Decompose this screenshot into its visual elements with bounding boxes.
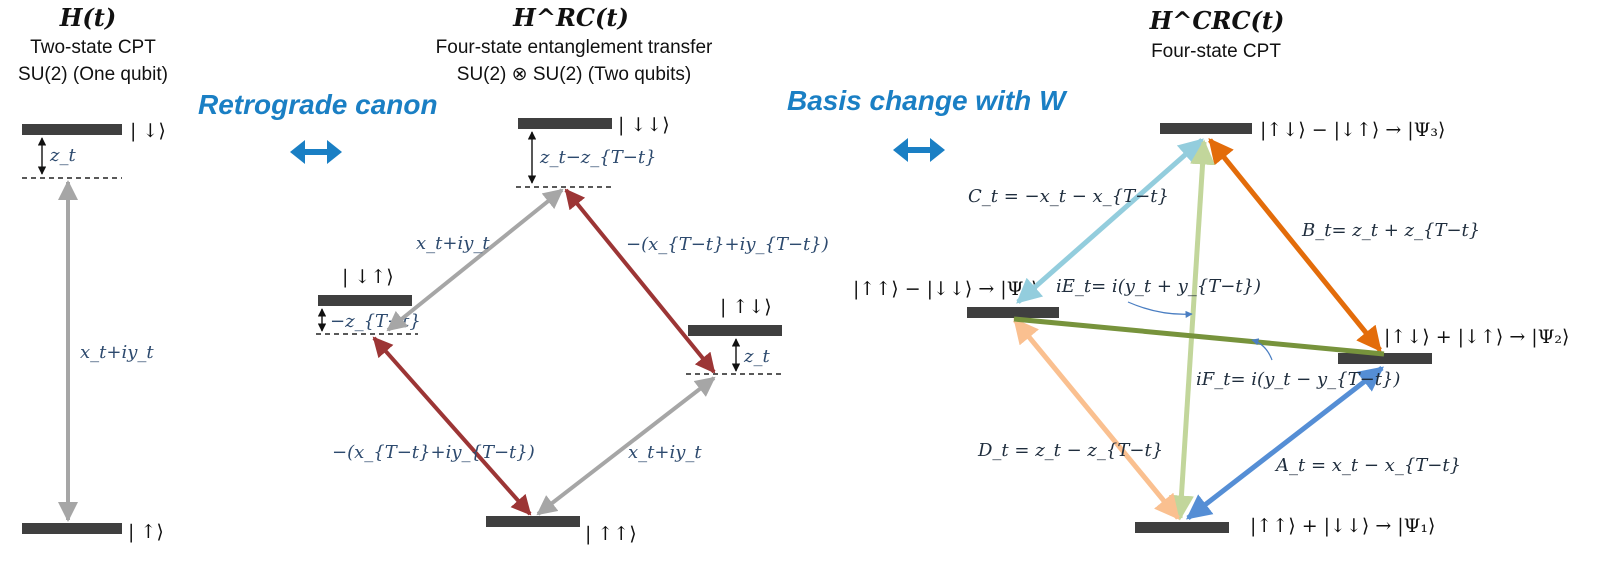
panel3-line1: Four-state CPT: [1151, 41, 1281, 62]
panel2-line1: Four-state entanglement transfer: [436, 37, 713, 58]
level-psi2: [1338, 353, 1432, 364]
edge-top-left-label: x_t+iy_t: [416, 233, 490, 254]
gap-top-label: z_t−z_{T−t}: [539, 147, 657, 168]
state-psi3: |↑↓⟩ − |↓↑⟩ → |Ψ₃⟩: [1260, 119, 1445, 141]
edge-top-left: [386, 188, 564, 332]
basis-change-text: Basis change with W: [787, 85, 1068, 116]
edge-E: [1168, 139, 1216, 521]
panel2-title: H^RC(t): [512, 3, 629, 32]
edge-top-right-label: −(x_{T−t}+iy_{T−t}): [626, 234, 829, 255]
level-psi4: [967, 307, 1059, 318]
retrograde-canon-link: Retrograde canon: [198, 89, 438, 164]
ket-up-label: | ↑⟩: [128, 521, 164, 543]
ket-down-up: | ↓↑⟩: [342, 266, 394, 288]
label-F: iF_t= i(y_t − y_{T−t}): [1196, 369, 1400, 390]
ket-up-up: | ↑↑⟩: [585, 523, 637, 545]
panel3-title: H^CRC(t): [1149, 6, 1285, 35]
double-arrow-icon: [893, 138, 945, 162]
coupling-label: x_t+iy_t: [80, 342, 154, 363]
panel1-line2: SU(2) (One qubit): [18, 64, 168, 85]
edge-F: [1013, 316, 1385, 357]
level-up-down: [688, 325, 782, 336]
panel-four-state-transfer: H^RC(t) Four-state entanglement transfer…: [316, 3, 829, 545]
panel1-line1: Two-state CPT: [30, 37, 156, 58]
pointer-F: [1251, 338, 1273, 361]
edge-A: [1186, 366, 1384, 520]
level-up: [22, 523, 122, 534]
panel-two-state: H(t) Two-state CPT SU(2) (One qubit) | ↓…: [18, 3, 168, 543]
label-A: A_t = x_t − x_{T−t}: [1274, 455, 1461, 476]
edge-bottom-left: [372, 336, 532, 516]
ket-down-label: | ↓⟩: [130, 120, 166, 142]
ket-up-down: | ↑↓⟩: [720, 296, 772, 318]
state-psi2: |↑↓⟩ + |↓↑⟩ → |Ψ₂⟩: [1384, 326, 1569, 348]
basis-change-link: Basis change with W: [787, 85, 1068, 162]
level-psi1: [1135, 522, 1229, 533]
edge-top-right: [564, 188, 716, 374]
label-E: iE_t= i(y_t + y_{T−t}): [1056, 276, 1261, 297]
gap-label: z_t: [49, 145, 76, 166]
level-down-up: [318, 295, 412, 306]
edge-D: [1013, 318, 1180, 520]
panel-four-state-cpt: H^CRC(t) Four-state CPT |↑↓⟩ − |↓↑⟩ → |Ψ…: [853, 6, 1569, 537]
level-down-down: [518, 118, 612, 129]
retrograde-canon-text: Retrograde canon: [198, 89, 438, 120]
state-psi1: |↑↑⟩ + |↓↓⟩ → |Ψ₁⟩: [1250, 515, 1435, 537]
state-psi4: |↑↑⟩ − |↓↓⟩ → |Ψ₄⟩: [853, 278, 1038, 300]
pointer-E: [1127, 301, 1193, 318]
level-down: [22, 124, 122, 135]
label-C: C_t = −x_t − x_{T−t}: [968, 186, 1169, 207]
panel2-line2: SU(2) ⊗ SU(2) (Two qubits): [457, 64, 691, 85]
label-B: B_t= z_t + z_{T−t}: [1301, 220, 1480, 241]
panel1-title: H(t): [59, 3, 116, 32]
edge-bottom-left-label: −(x_{T−t}+iy_{T−t}): [332, 442, 535, 463]
gap-right-label: z_t: [743, 346, 770, 367]
double-arrow-icon: [290, 140, 342, 164]
level-psi3: [1160, 123, 1252, 134]
edge-bottom-right: [536, 376, 716, 516]
edge-bottom-right-label: x_t+iy_t: [628, 442, 702, 463]
edge-B: [1208, 138, 1382, 352]
label-D: D_t = z_t − z_{T−t}: [977, 440, 1163, 461]
ket-down-down: | ↓↓⟩: [618, 114, 670, 136]
level-up-up: [486, 516, 580, 527]
